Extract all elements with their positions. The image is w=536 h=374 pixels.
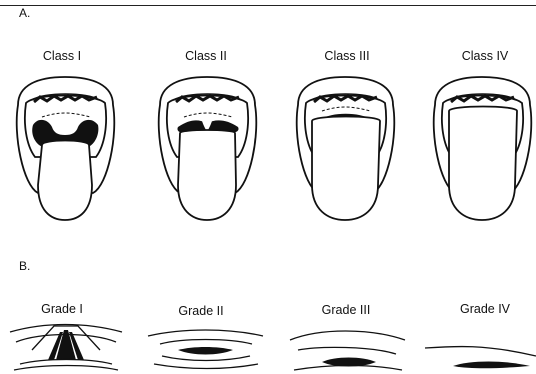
grade-2-label: Grade II bbox=[146, 304, 256, 318]
grade-4-label: Grade IV bbox=[430, 302, 536, 316]
class-2-label: Class II bbox=[151, 49, 261, 63]
cormack-lehane-grade-4-illustration bbox=[425, 326, 536, 374]
mallampati-class-1-illustration bbox=[8, 75, 123, 225]
class-1-label: Class I bbox=[7, 49, 117, 63]
mallampati-class-4-illustration bbox=[425, 75, 536, 225]
class-3-label: Class III bbox=[292, 49, 402, 63]
cormack-lehane-grade-3-illustration bbox=[290, 326, 405, 374]
top-border-line bbox=[0, 5, 536, 6]
section-a-label: A. bbox=[19, 6, 30, 20]
cormack-lehane-grade-2-illustration bbox=[148, 328, 263, 374]
mallampati-class-2-illustration bbox=[150, 75, 265, 225]
class-4-label: Class IV bbox=[430, 49, 536, 63]
grade-1-label: Grade I bbox=[7, 302, 117, 316]
mallampati-class-3-illustration bbox=[288, 75, 403, 225]
cormack-lehane-grade-1-illustration bbox=[10, 320, 122, 374]
grade-3-label: Grade III bbox=[291, 303, 401, 317]
section-b-label: B. bbox=[19, 259, 30, 273]
